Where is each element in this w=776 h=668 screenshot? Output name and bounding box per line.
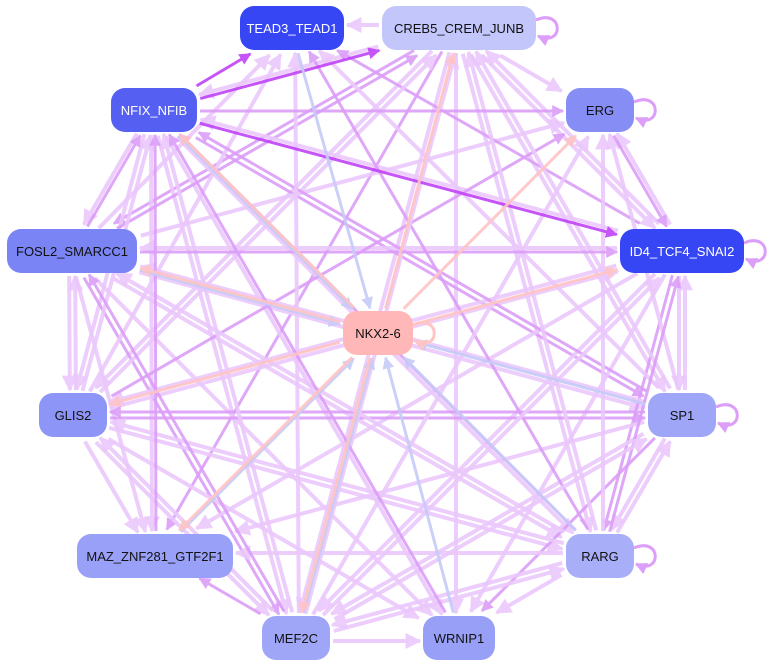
node-nkx2-6[interactable]: NKX2-6 [343, 311, 413, 355]
self-loop-ERG [633, 98, 657, 128]
edge-MAZ_ZNF281_GTF2F1-to-NFIX_NFIB [149, 133, 162, 532]
edge-NFIX_NFIB-to-CREB5_CREM_JUNB [199, 47, 381, 101]
edge-ID4_TCF4_SNAI2-to-TEAD3_TEAD1 [336, 49, 641, 225]
node-mef2c[interactable]: MEF2C [262, 616, 330, 660]
edge-NFIX_NFIB-to-FOSL2_SMARCC1 [82, 132, 139, 226]
self-loop-NKX2-6 [412, 321, 436, 351]
edge-NKX2-6-to-MAZ_ZNF281_GTF2F1 [178, 356, 354, 532]
edge-NFIX_NFIB-to-ID4_TCF4_SNAI2 [199, 121, 618, 238]
edge-GLIS2-to-ERG [110, 132, 566, 398]
edge-SP1-to-NFIX_NFIB [197, 131, 648, 393]
edge-MAZ_ZNF281_GTF2F1-to-NKX2-6 [179, 357, 355, 533]
edge-FOSL2_SMARCC1-to-NKX2-6 [139, 268, 341, 327]
edge-RARG-to-SP1 [615, 440, 672, 534]
node-sp1[interactable]: SP1 [648, 393, 716, 437]
edge-ID4_TCF4_SNAI2-to-MAZ_ZNF281_GTF2F1 [195, 271, 639, 531]
edge-RARG-to-WRNIP1 [495, 573, 563, 615]
node-label: TEAD3_TEAD1 [246, 20, 338, 36]
edge-ERG-to-ID4_TCF4_SNAI2 [612, 134, 668, 228]
self-loop-SP1 [715, 403, 739, 433]
edge-RARG-to-FOSL2_SMARCC1 [115, 271, 566, 534]
edge-MEF2C-to-SP1 [333, 437, 648, 621]
node-label: GLIS2 [54, 407, 92, 423]
node-wrnip1[interactable]: WRNIP1 [423, 616, 495, 660]
node-id4_tcf4_snai2[interactable]: ID4_TCF4_SNAI2 [620, 229, 744, 273]
edge-FOSL2_SMARCC1-to-RARG [112, 276, 563, 539]
edge-FOSL2_SMARCC1-to-NFIX_NFIB [86, 134, 142, 228]
edge-NFIX_NFIB-to-TEAD3_TEAD1 [195, 52, 252, 88]
node-rarg[interactable]: RARG [566, 534, 634, 578]
node-label: RARG [581, 548, 619, 564]
node-nfix_nfib[interactable]: NFIX_NFIB [111, 88, 197, 132]
edge-MEF2C-to-MAZ_ZNF281_GTF2F1 [198, 577, 262, 616]
node-fosl2_smarcc1[interactable]: FOSL2_SMARCC1 [7, 229, 137, 273]
node-label: NKX2-6 [355, 325, 401, 341]
self-loop-CREB5_CREM_JUNB [535, 16, 559, 46]
edge-GLIS2-to-MAZ_ZNF281_GTF2F1 [83, 440, 140, 534]
self-loop-ID4_TCF4_SNAI2 [743, 239, 767, 269]
node-label: ERG [585, 102, 615, 118]
node-glis2[interactable]: GLIS2 [39, 393, 107, 437]
edge-NKX2-6-to-ERG [402, 134, 577, 310]
node-maz_znf281_gtf2f1[interactable]: MAZ_ZNF281_GTF2F1 [77, 534, 233, 578]
node-creb5_crem_junb[interactable]: CREB5_CREM_JUNB [382, 6, 536, 50]
node-label: FOSL2_SMARCC1 [16, 243, 128, 259]
edge-SP1-to-CREB5_CREM_JUNB [474, 50, 672, 390]
node-tead3_tead1[interactable]: TEAD3_TEAD1 [240, 6, 344, 50]
node-label: NFIX_NFIB [120, 102, 188, 118]
node-erg[interactable]: ERG [566, 88, 634, 132]
edge-RARG-to-NKX2-6 [402, 356, 577, 532]
node-label: ID4_TCF4_SNAI2 [629, 243, 735, 259]
edge-GLIS2-to-WRNIP1 [107, 437, 420, 620]
node-label: MAZ_ZNF281_GTF2F1 [86, 548, 224, 564]
edge-NKX2-6-to-CREB5_CREM_JUNB [384, 52, 457, 309]
edge-WRNIP1-to-NKX2-6 [382, 356, 455, 614]
edge-MEF2C-to-NKX2-6 [302, 357, 376, 614]
edge-CREB5_CREM_JUNB-to-ERG [499, 53, 563, 93]
node-label: MEF2C [273, 630, 319, 646]
edge-WRNIP1-to-NFIX_NFIB [168, 133, 447, 614]
self-loop-RARG [633, 544, 657, 574]
edge-GLIS2-to-FOSL2_SMARCC1 [67, 274, 84, 390]
edge-ID4_TCF4_SNAI2-to-ERG [615, 132, 672, 226]
edge-MEF2C-to-TEAD3_TEAD1 [287, 51, 304, 613]
edge-NKX2-6-to-NFIX_NFIB [178, 133, 355, 309]
node-label: CREB5_CREM_JUNB [393, 20, 525, 36]
edge-NFIX_NFIB-to-SP1 [195, 136, 645, 398]
edge-NKX2-6-to-GLIS2 [108, 340, 341, 408]
edge-MEF2C-to-FOSL2_SMARCC1 [87, 273, 286, 613]
edge-ID4_TCF4_SNAI2-to-NFIX_NFIB [199, 115, 619, 233]
edge-NKX2-6-to-FOSL2_SMARCC1 [139, 265, 341, 324]
edge-RARG-to-TEAD3_TEAD1 [307, 50, 590, 531]
edge-TEAD3_TEAD1-to-NKX2-6 [296, 52, 373, 310]
edge-FOSL2_SMARCC1-to-GLIS2 [61, 276, 78, 392]
edge-SP1-to-MAZ_ZNF281_GTF2F1 [233, 420, 645, 536]
edge-NFIX_NFIB-to-NKX2-6 [177, 134, 354, 310]
edge-SP1-to-NKX2-6 [415, 339, 646, 406]
node-label: SP1 [669, 407, 695, 423]
node-label: WRNIP1 [433, 630, 485, 646]
edge-NKX2-6-to-MEF2C [298, 357, 372, 614]
edge-NKX2-6-to-ID4_TCF4_SNAI2 [415, 266, 619, 326]
